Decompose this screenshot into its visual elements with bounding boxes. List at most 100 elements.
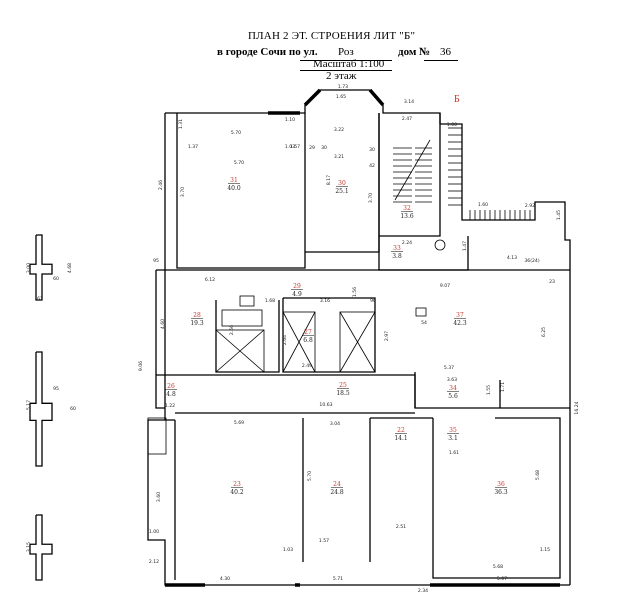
- wall-profile-section: [29, 514, 53, 581]
- elevator-cross: [282, 311, 316, 373]
- dimension-label: 1.03: [283, 547, 293, 553]
- dimension-label: 3.70: [180, 187, 186, 197]
- dimension-label: 1.60: [478, 202, 488, 208]
- dimension-label: 3.15: [26, 542, 32, 552]
- room-number: 22: [397, 427, 405, 434]
- dimension-label: 1.37: [188, 144, 198, 150]
- dimension-label: 9.07: [440, 283, 450, 289]
- window: [147, 417, 167, 455]
- wall-segment: [156, 374, 570, 409]
- dimension-label: 4.60: [160, 319, 166, 329]
- dimension-label: 2.51: [396, 524, 406, 530]
- room-area: 40.2: [230, 489, 244, 496]
- dimension-label: 60: [70, 406, 76, 412]
- room-area: 4.8: [166, 391, 176, 398]
- street-name: Роз: [338, 46, 354, 58]
- stairs-and-fixtures: [147, 127, 536, 455]
- room-area: 13.6: [400, 213, 414, 220]
- room-area: 3.1: [448, 435, 458, 442]
- room-area: 19.3: [190, 320, 204, 327]
- dimension-label: 1.00: [149, 529, 159, 535]
- dimension-label: 1.45: [556, 210, 562, 220]
- dimension-label: 5.71: [333, 576, 343, 582]
- dimension-label: 5.17: [26, 400, 32, 410]
- wall-segment: [176, 113, 306, 269]
- room-number: 30: [338, 180, 346, 187]
- dimension-label: 1.55: [486, 385, 492, 395]
- stair-arrow: [394, 139, 431, 201]
- dimension-label: 29: [309, 145, 315, 151]
- elevator-cross: [215, 329, 265, 373]
- dimension-label: 1.15: [540, 547, 550, 553]
- elevator-shaft: [215, 329, 265, 373]
- dimension-label: 16.24: [574, 401, 580, 414]
- room-number: 26: [167, 383, 175, 390]
- dimension-label: 5.70: [307, 471, 313, 481]
- house-underline: [424, 60, 458, 61]
- room-area: 14.1: [394, 435, 407, 442]
- thick-wall: [368, 88, 385, 107]
- dimension-label: 3.14: [404, 99, 414, 105]
- dimension-label: 6.12: [205, 277, 215, 283]
- dimension-label: 30: [321, 145, 327, 151]
- room-number: 28: [193, 312, 201, 319]
- street-underline: [300, 60, 392, 61]
- room-area: 24.8: [330, 489, 344, 496]
- dimension-label: 3.16: [320, 298, 330, 304]
- scale-label: Масштаб 1:100: [313, 58, 385, 70]
- room-number: 27: [304, 329, 312, 336]
- dimension-label: 1.56: [352, 287, 358, 297]
- dimension-label: 2.92: [525, 203, 535, 209]
- room-area: 40.0: [227, 185, 241, 192]
- dimension-label: 5.68: [535, 470, 541, 480]
- dimension-label: 42: [369, 163, 375, 169]
- room-area: 25.1: [335, 188, 348, 195]
- dimension-label: 1.10: [285, 117, 295, 123]
- room-area: 36.3: [494, 489, 508, 496]
- dimension-label: 36(24): [524, 258, 539, 264]
- thick-walls: [165, 88, 560, 587]
- room-area: 4.9: [292, 291, 302, 298]
- house-label: дом №: [398, 46, 431, 58]
- scale-underline: [300, 70, 392, 71]
- dimension-label: 95: [153, 258, 159, 264]
- walls: [29, 89, 571, 586]
- elevator-shaft: [282, 311, 316, 373]
- room-number: 31: [230, 177, 238, 184]
- dimension-label: 2.49: [302, 363, 312, 369]
- room-number: 24: [333, 481, 341, 488]
- dimension-label: 96: [370, 298, 376, 304]
- dimension-label: 5.70: [231, 130, 241, 136]
- dimension-label: 2.64: [282, 335, 288, 345]
- house-number: 36: [440, 46, 451, 58]
- dimension-label: 2.97: [384, 331, 390, 341]
- room-area: 42.3: [453, 320, 467, 327]
- bathtub: [221, 309, 263, 327]
- dimension-label: 3.00: [26, 263, 32, 273]
- dimension-label: 8.17: [326, 175, 332, 185]
- elevator-shaft: [339, 311, 376, 373]
- dimension-label: 54: [421, 320, 427, 326]
- fixture: [239, 295, 255, 307]
- room-number: 29: [293, 283, 301, 290]
- room-area: 18.5: [336, 390, 350, 397]
- dimension-label: 95: [53, 386, 59, 392]
- dimension-label: 60: [53, 276, 59, 282]
- dimension-label: 4.68: [67, 263, 73, 273]
- building-letter: Б: [454, 94, 460, 105]
- elevator-cross: [339, 311, 376, 373]
- address-prefix: в городе Сочи по ул.: [217, 46, 318, 58]
- page-title: ПЛАН 2 ЭТ. СТРОЕНИЯ ЛИТ "Б": [248, 30, 416, 42]
- floor-label: 2 этаж: [326, 70, 357, 82]
- room-number: 32: [403, 205, 411, 212]
- dimension-label: 1.03: [285, 144, 295, 150]
- room-area: 5.6: [448, 393, 458, 400]
- dimension-label: 3.04: [330, 421, 340, 427]
- dimension-label: 2.56: [229, 325, 235, 335]
- wall-segment: [432, 417, 561, 579]
- room-number: 25: [339, 382, 347, 389]
- dimension-label: 10.63: [319, 402, 332, 408]
- room-area: 3.8: [392, 253, 402, 260]
- dimension-label: 3.22: [334, 127, 344, 133]
